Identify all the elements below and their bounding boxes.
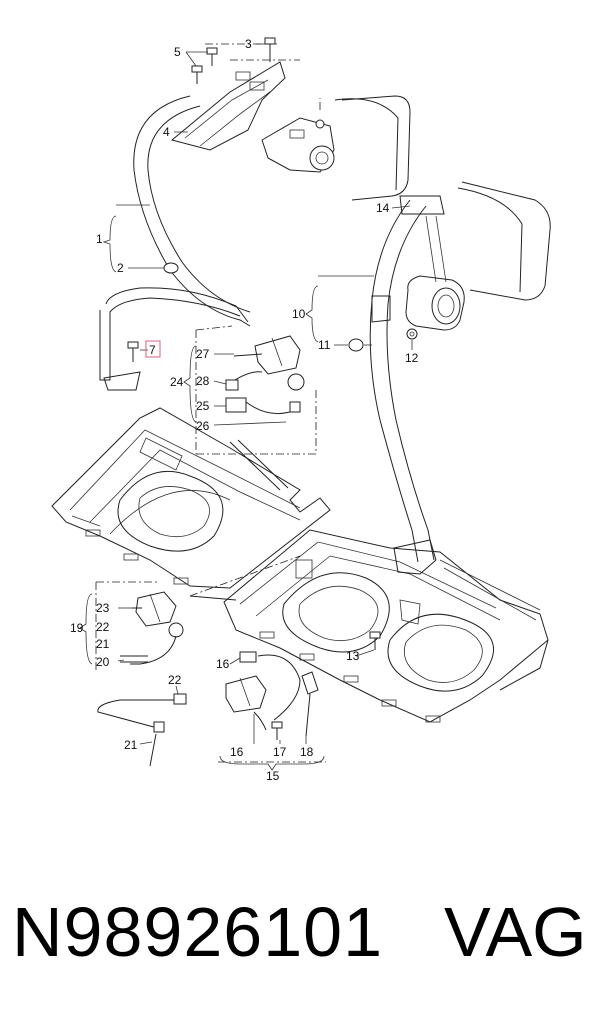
callout-11: 11 xyxy=(318,338,331,352)
retractor-10 xyxy=(405,275,465,331)
callout-24: 24 xyxy=(170,375,184,389)
lower-belt-loop xyxy=(99,287,249,391)
callout-1: 1 xyxy=(96,232,103,246)
cap-11 xyxy=(348,338,372,352)
highlight-box-7 xyxy=(145,340,161,358)
callout-15: 15 xyxy=(266,769,280,783)
callout-2: 2 xyxy=(117,261,124,275)
callout-25: 25 xyxy=(196,399,210,413)
bolt-7 xyxy=(127,341,139,362)
callout-20: 20 xyxy=(96,655,110,669)
cap-2 xyxy=(163,262,179,274)
callout-10: 10 xyxy=(292,307,306,321)
callout-4: 4 xyxy=(163,125,170,139)
bolt-5a xyxy=(206,47,218,66)
leader-lines xyxy=(79,43,413,771)
callout-26: 26 xyxy=(196,419,210,433)
callout-27: 27 xyxy=(196,347,210,361)
belt-webbing-10 xyxy=(369,195,447,563)
bolt-13 xyxy=(369,631,381,650)
upper-retractor xyxy=(261,98,335,173)
callout-28: 28 xyxy=(196,374,210,388)
callout-7: 7 xyxy=(149,343,156,357)
callout-17: 17 xyxy=(273,745,287,759)
belt-webbing-1 xyxy=(133,95,251,327)
callout-labels: 5 3 4 1 2 7 10 11 12 14 27 24 28 25 26 2… xyxy=(70,37,419,783)
seat-belt-exploded-diagram: 5 3 4 1 2 7 10 11 12 14 27 24 28 25 26 2… xyxy=(51,37,551,783)
callout-21b: 21 xyxy=(124,738,138,752)
buckle-assembly-15 xyxy=(218,651,326,763)
callout-3: 3 xyxy=(245,37,252,51)
bolt-5b xyxy=(191,65,203,84)
callout-5: 5 xyxy=(174,45,181,59)
callout-16b: 16 xyxy=(230,745,244,759)
callout-18: 18 xyxy=(300,745,314,759)
callout-16a: 16 xyxy=(216,657,230,671)
nut-12 xyxy=(406,328,418,340)
group-24-dashed-box xyxy=(195,325,317,455)
headrest-front xyxy=(457,181,551,301)
part-number: N98926101 xyxy=(12,893,383,971)
bolt-3 xyxy=(264,37,276,62)
brand-name: VAG xyxy=(444,893,587,971)
upper-anchor-bracket xyxy=(170,43,300,151)
callout-23: 23 xyxy=(96,601,110,615)
buckle-assembly-19 xyxy=(95,581,187,767)
seat-frame-right xyxy=(189,529,549,723)
callout-19: 19 xyxy=(70,621,84,635)
callout-14: 14 xyxy=(376,201,390,215)
lower-belt-anchor-right xyxy=(393,539,437,625)
seat-frame-left xyxy=(51,407,331,589)
buckle-assembly-24 xyxy=(225,335,305,415)
callout-13: 13 xyxy=(346,649,360,663)
callout-12: 12 xyxy=(405,351,419,365)
headrest-rear xyxy=(334,95,411,201)
callout-22b: 22 xyxy=(168,673,182,687)
callout-22a: 22 xyxy=(96,620,110,634)
callout-21a: 21 xyxy=(96,637,110,651)
